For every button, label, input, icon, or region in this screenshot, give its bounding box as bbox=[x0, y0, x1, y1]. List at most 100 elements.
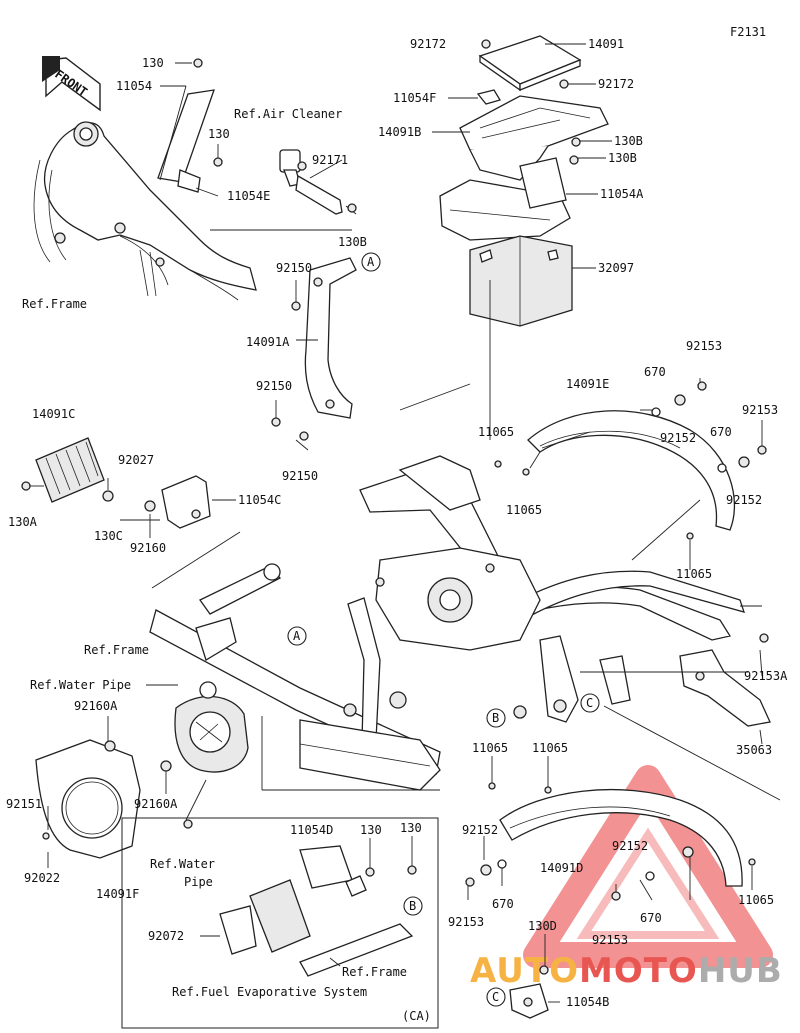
part-label: 11054D bbox=[290, 823, 333, 837]
part-label: 11065 bbox=[738, 893, 774, 907]
diagram-code: F2131 bbox=[730, 25, 766, 39]
part-label: 92172 bbox=[410, 37, 446, 51]
cover-14091C bbox=[35, 437, 105, 503]
part-label: 92172 bbox=[598, 77, 634, 91]
battery-32097 bbox=[469, 235, 573, 327]
front-arrow-icon: FRONT bbox=[42, 56, 101, 112]
part-label: 11065 bbox=[532, 741, 568, 755]
ca-inset-box bbox=[121, 817, 439, 1029]
part-label: 130B bbox=[608, 151, 637, 165]
bracket-11054C bbox=[161, 475, 211, 529]
part-label: 11054 bbox=[116, 79, 152, 93]
part-label: 92027 bbox=[118, 453, 154, 467]
water-pump-illustration bbox=[174, 681, 249, 773]
frame-head-illustration bbox=[33, 89, 257, 301]
ref-label-line1: Ref.Water bbox=[150, 857, 215, 871]
part-label: 130D bbox=[528, 919, 557, 933]
part-label: 92150 bbox=[256, 379, 292, 393]
part-label: 92152 bbox=[660, 431, 696, 445]
part-label: 11054E bbox=[227, 189, 270, 203]
part-label: 92160A bbox=[134, 797, 178, 811]
battery-cover-14091 bbox=[478, 35, 582, 92]
part-label: 11054F bbox=[393, 91, 436, 105]
part-label: 14091A bbox=[246, 335, 290, 349]
callout-C-label: C bbox=[586, 696, 593, 710]
cover-14091F bbox=[35, 739, 141, 859]
callout-A-mid: A bbox=[287, 626, 307, 646]
main-frame-illustration bbox=[149, 455, 746, 791]
part-label: 130A bbox=[8, 515, 38, 529]
callout-B-label: B bbox=[492, 711, 499, 725]
part-label: 92153A bbox=[744, 669, 788, 683]
part-label: 32097 bbox=[598, 261, 634, 275]
callout-B-mid: B bbox=[486, 708, 506, 728]
callout-C-mid: C bbox=[580, 693, 600, 713]
part-label: 92153 bbox=[448, 915, 484, 929]
fasteners bbox=[21, 39, 769, 975]
part-label: 92152 bbox=[462, 823, 498, 837]
part-label: 670 bbox=[640, 911, 662, 925]
part-label: 14091F bbox=[96, 887, 139, 901]
part-label: 130 bbox=[208, 127, 230, 141]
part-label: 92160A bbox=[74, 699, 118, 713]
part-label: 92151 bbox=[6, 797, 42, 811]
part-label: 92171 bbox=[312, 153, 348, 167]
bracket-11054B bbox=[509, 983, 549, 1019]
washer-92027 bbox=[102, 490, 114, 502]
ref-label: Ref.Frame bbox=[84, 643, 149, 657]
wm-part3: HUB bbox=[698, 951, 783, 991]
part-label: 92153 bbox=[686, 339, 722, 353]
bracket-14091A bbox=[304, 257, 357, 419]
air-cleaner-ref-illustration bbox=[279, 149, 343, 215]
part-label: 11054C bbox=[238, 493, 281, 507]
part-label: 92150 bbox=[276, 261, 312, 275]
watermark-text: AUTOMOTOHUB bbox=[470, 951, 783, 991]
part-label: 92022 bbox=[24, 871, 60, 885]
part-label: 130C bbox=[94, 529, 123, 543]
ref-label-line2: Pipe bbox=[184, 875, 213, 889]
part-label: 35063 bbox=[736, 743, 772, 757]
part-label: 130B bbox=[338, 235, 367, 249]
battery-case-11054A bbox=[439, 157, 571, 241]
part-label: 11054B bbox=[566, 995, 609, 1009]
collar-92160 bbox=[144, 500, 156, 512]
part-label: 14091D bbox=[540, 861, 583, 875]
part-label: 670 bbox=[492, 897, 514, 911]
part-label: 14091 bbox=[588, 37, 624, 51]
part-label: 670 bbox=[710, 425, 732, 439]
ref-label: Ref.Frame bbox=[22, 297, 87, 311]
wm-part1: AUTO bbox=[470, 951, 579, 991]
callout-B-label: B bbox=[409, 899, 416, 913]
ref-label: Ref.Water Pipe bbox=[30, 678, 131, 692]
callout-A-label: A bbox=[367, 255, 375, 269]
part-label: 14091E bbox=[566, 377, 609, 391]
part-label: 670 bbox=[644, 365, 666, 379]
part-label: 92153 bbox=[592, 933, 628, 947]
fender-14091D bbox=[499, 788, 743, 887]
callout-A-top: A bbox=[361, 252, 381, 272]
part-label: 11065 bbox=[676, 567, 712, 581]
part-label: 92072 bbox=[148, 929, 184, 943]
battery-holder-14091B bbox=[459, 89, 609, 181]
ref-label: Ref.Frame bbox=[342, 965, 407, 979]
part-label: 92152 bbox=[726, 493, 762, 507]
watermark-logo: AUTOMOTOHUB bbox=[470, 765, 783, 991]
part-label: 11065 bbox=[472, 741, 508, 755]
callout-A-label: A bbox=[293, 629, 301, 643]
callout-C-label: C bbox=[492, 990, 499, 1004]
part-label: 14091B bbox=[378, 125, 421, 139]
ca-label: (CA) bbox=[402, 1009, 431, 1023]
part-label: 130B bbox=[614, 134, 643, 148]
part-label: 92160 bbox=[130, 541, 166, 555]
part-labels: F2131 130 11054 Ref.Air Cleaner 130 1105… bbox=[6, 25, 788, 1023]
part-label: 11065 bbox=[478, 425, 514, 439]
part-label: 11054A bbox=[600, 187, 644, 201]
part-label: 130 bbox=[360, 823, 382, 837]
part-label: 130 bbox=[142, 56, 164, 70]
ref-label: Ref.Air Cleaner bbox=[234, 107, 342, 121]
part-label: 11065 bbox=[506, 503, 542, 517]
bracket-35063 bbox=[679, 649, 771, 727]
part-label: 130 bbox=[400, 821, 422, 835]
part-label: 92152 bbox=[612, 839, 648, 853]
